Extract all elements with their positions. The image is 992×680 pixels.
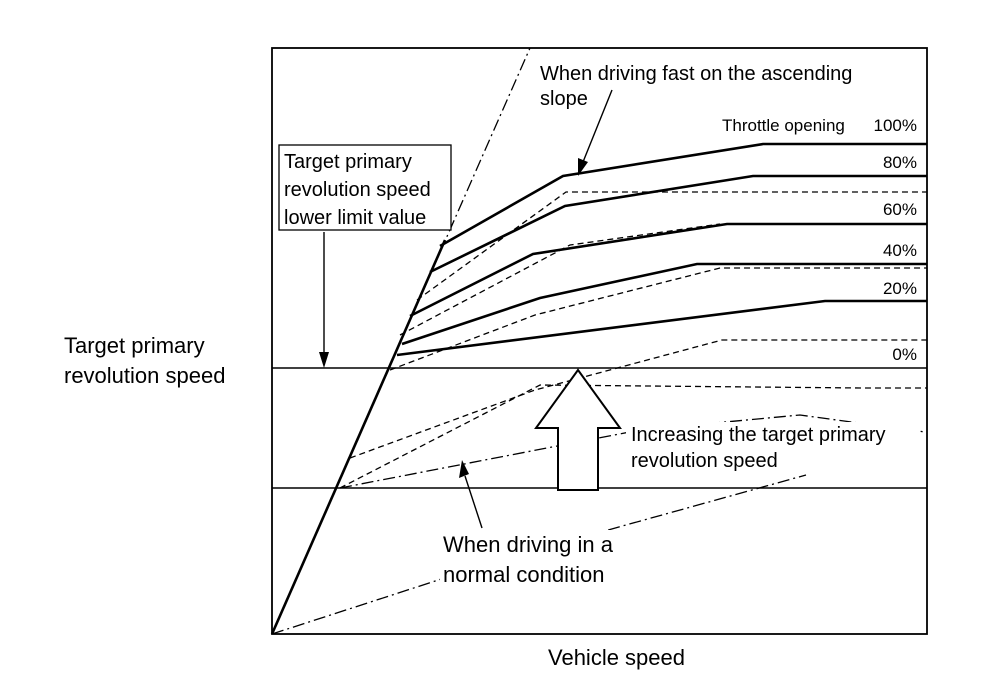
- lower-limit-label-line2: revolution speed: [284, 179, 431, 201]
- increase-up-arrow: [534, 368, 622, 491]
- throttle-label-20: 20%: [883, 279, 917, 298]
- normal-label-line2: normal condition: [443, 562, 604, 587]
- increasing-label-line2: revolution speed: [631, 450, 778, 472]
- throttle-curve-40: [401, 262, 927, 346]
- x-axis-label: Vehicle speed: [548, 645, 685, 670]
- ascending-arrow-head: [578, 158, 588, 176]
- throttle-label-40: 40%: [883, 241, 917, 260]
- throttle-dashed-80: [399, 223, 721, 336]
- throttle-label-80: 80%: [883, 153, 917, 172]
- y-axis-label-line1: Target primary: [64, 333, 205, 358]
- throttle-curve-60: [409, 222, 927, 318]
- max-ratio-line: [271, 47, 531, 635]
- throttle-label-bg: [718, 112, 924, 136]
- min-ratio-line: [271, 474, 807, 635]
- increasing-label-line1: Increasing the target primary: [631, 424, 886, 446]
- normal-label-line1: When driving in a: [443, 532, 614, 557]
- throttle-curve-100: [439, 142, 927, 248]
- ascending-label-line2: slope: [540, 88, 588, 110]
- lower-limit-curve: [270, 239, 447, 635]
- throttle-label-60: 60%: [883, 200, 917, 219]
- lower-limit-label-line3: lower limit value: [284, 207, 426, 229]
- throttle-label-0: 0%: [892, 345, 917, 364]
- normal-arrow-head: [459, 460, 469, 478]
- throttle-dashed-20: [339, 384, 927, 489]
- throttle-dashed-60: [389, 267, 927, 371]
- ascending-label-bg: [535, 58, 890, 112]
- plot-frame: [271, 47, 928, 635]
- ascending-label-line1: When driving fast on the ascending: [540, 63, 852, 85]
- lower-limit-label-line1: Target primary: [284, 151, 412, 173]
- throttle-label-100: 100%: [874, 116, 917, 135]
- throttle-dashed-100: [416, 191, 927, 301]
- throttle-curve-80: [429, 174, 927, 274]
- throttle-opening-label: Throttle opening: [722, 116, 845, 135]
- ascending-arrow-shaft: [582, 89, 613, 163]
- lower-limit-label-box: [278, 144, 452, 231]
- y-axis-label-line2: revolution speed: [64, 363, 225, 388]
- throttle-curve-20: [396, 299, 927, 357]
- normal-label-bg: [440, 530, 640, 588]
- lower-limit-arrow-head: [319, 352, 329, 368]
- increasing-label-bg: [626, 422, 918, 472]
- normal-arrow-shaft: [464, 475, 483, 529]
- throttle-dashed-40: [349, 339, 927, 459]
